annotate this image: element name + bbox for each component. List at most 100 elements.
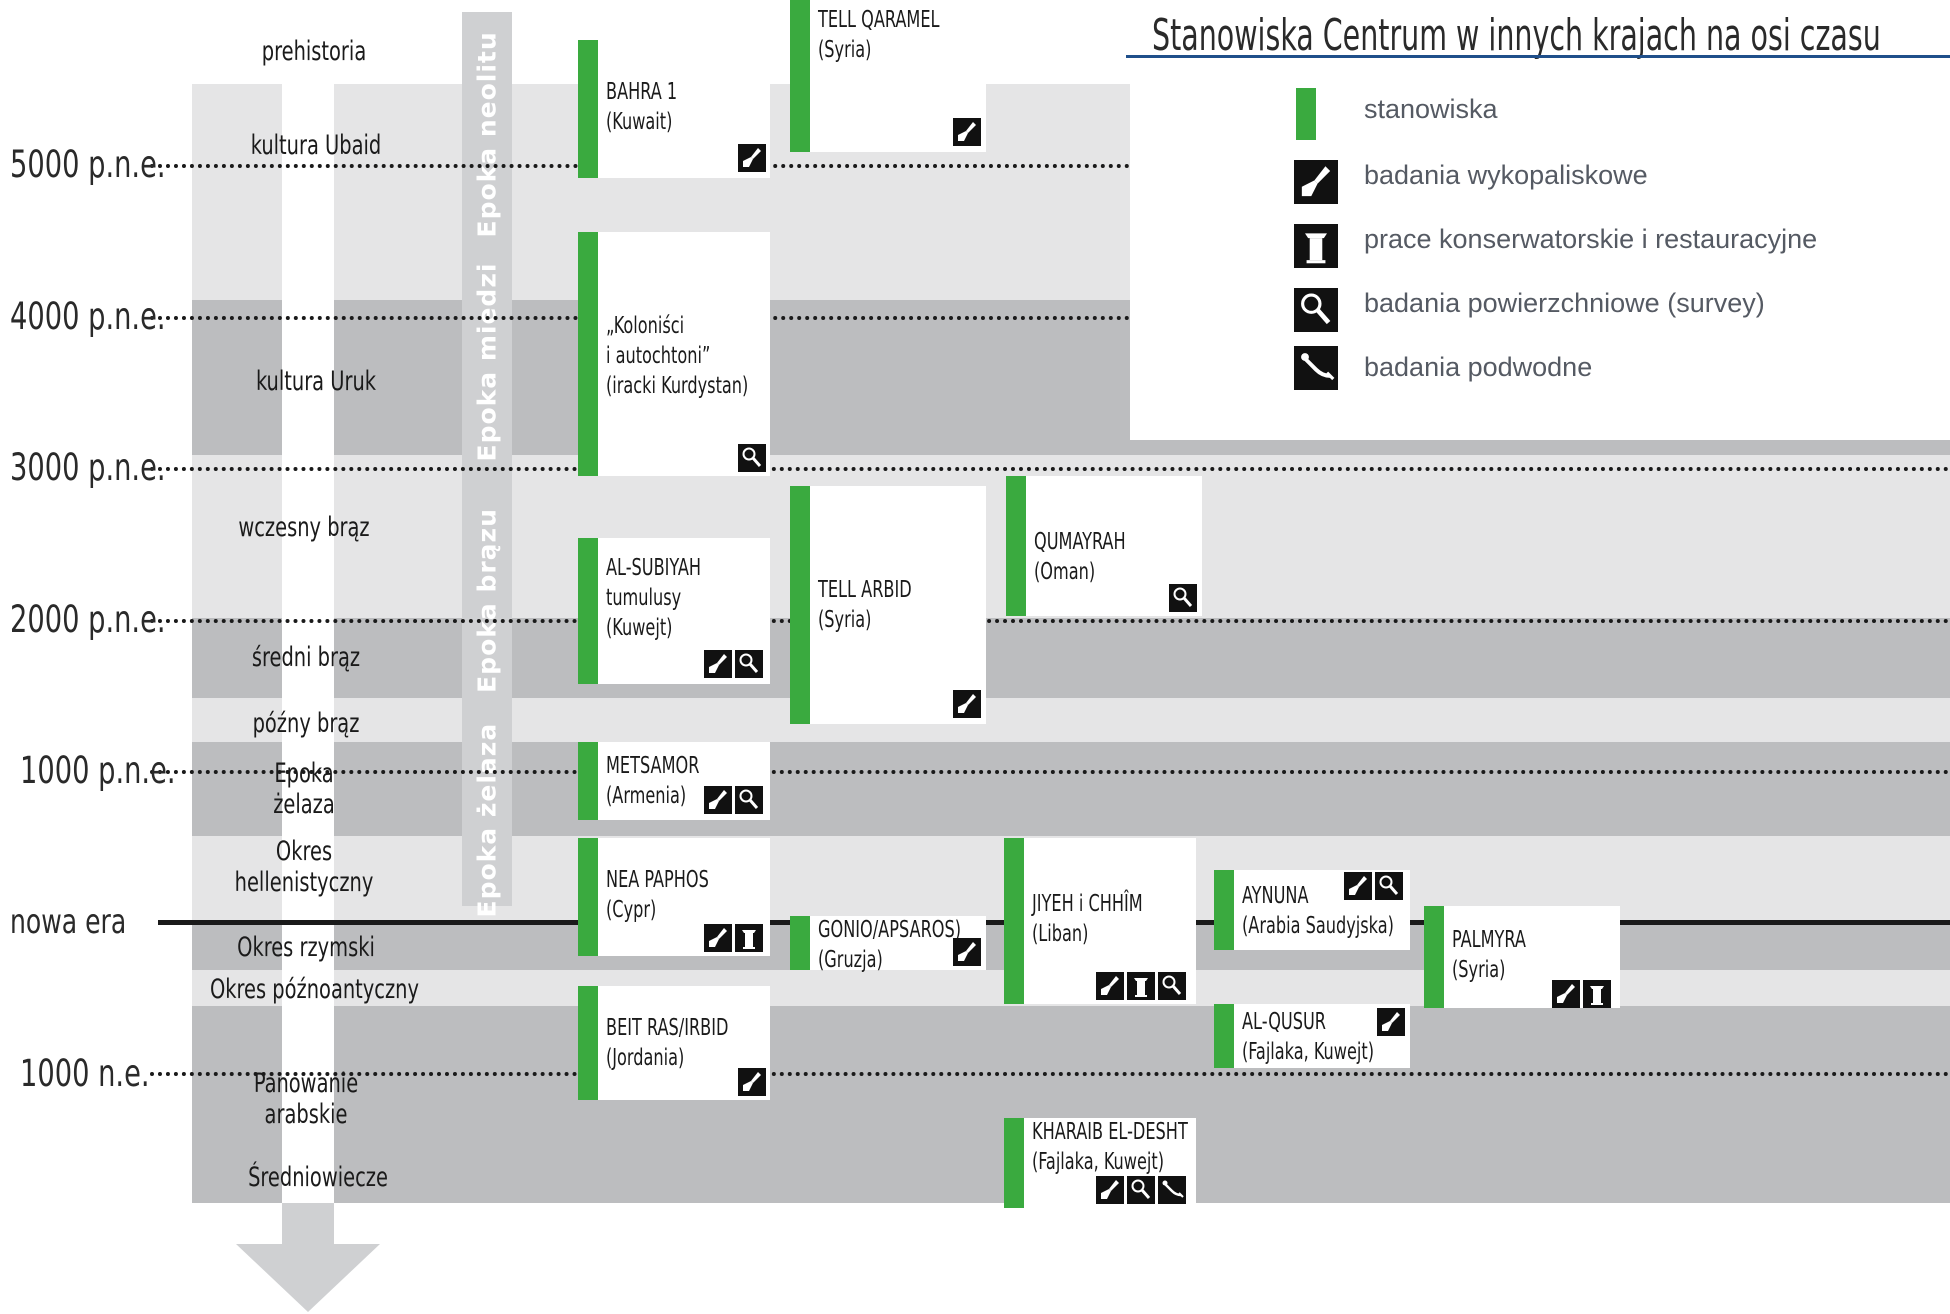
magnifier-icon: [1294, 288, 1338, 332]
trowel-icon: [704, 786, 732, 814]
date-1000ad: 1000 n.e.: [20, 1052, 150, 1095]
trowel-icon: [1377, 1008, 1405, 1036]
dotline-2000bc: [150, 619, 1950, 623]
site-green-bar: [578, 742, 598, 820]
site-card: TELL QARAMEL (Syria): [790, 0, 986, 152]
site-name: TELL QARAMEL (Syria): [818, 7, 940, 63]
trowel-icon: [1096, 972, 1124, 1000]
date-2000bc: 2000 p.n.e.: [10, 598, 166, 641]
trowel-icon: [1552, 980, 1580, 1008]
site-card: AYNUNA (Arabia Saudyjska): [1214, 870, 1410, 950]
period-ubaid: kultura Ubaid: [250, 130, 382, 161]
trowel-icon: [1096, 1176, 1124, 1204]
dotline-1000ad: [150, 1072, 1950, 1076]
site-icons: [953, 690, 981, 718]
site-card: GONIO/APSAROS) (Gruzja): [790, 916, 986, 973]
site-name: TELL ARBID (Syria): [818, 577, 912, 633]
site-green-bar: [578, 838, 598, 956]
site-icons: [953, 938, 981, 966]
period-sredni-braz: średni brąz: [251, 642, 361, 673]
site-icons: [1344, 872, 1403, 900]
magnifier-icon: [1158, 972, 1186, 1000]
site-green-bar: [790, 916, 810, 970]
magnifier-icon: [735, 786, 763, 814]
site-green-bar: [1004, 1118, 1024, 1208]
site-green-bar: [1214, 1004, 1234, 1068]
timeline-arrow-shaft: [282, 84, 334, 1244]
trowel-icon: [704, 924, 732, 952]
trowel-icon: [1344, 872, 1372, 900]
legend-label-survey: badania powierzchniowe (survey): [1364, 288, 1765, 318]
period-poznoantyczny: Okres późnoantyczny: [210, 974, 419, 1005]
band-late-bronze: [192, 698, 1950, 742]
site-green-bar: [578, 986, 598, 1100]
site-card: BEIT RAS/IRBID (Jordania): [578, 986, 770, 1100]
site-name: BAHRA 1 (Kuwait): [606, 79, 678, 135]
column-icon: [735, 924, 763, 952]
period-sredniowiecze: Średniowiecze: [248, 1162, 388, 1193]
site-icons: [1096, 1176, 1186, 1204]
site-name: AL-SUBIYAH tumulusy (Kuwejt): [606, 555, 702, 641]
site-icons: [1096, 972, 1186, 1000]
site-name: QUMAYRAH (Oman): [1034, 529, 1126, 585]
site-card: BAHRA 1 (Kuwait): [578, 40, 770, 178]
site-icons: [738, 144, 766, 172]
site-icons: [738, 1068, 766, 1096]
site-icons: [704, 650, 763, 678]
legend-title: Stanowiska Centrum w innych krajach na o…: [1152, 10, 1881, 61]
epoch-bar: [462, 12, 512, 906]
band-uruk-right: [770, 440, 1950, 455]
site-name: PALMYRA (Syria): [1452, 927, 1526, 983]
trowel-icon: [738, 144, 766, 172]
site-card: NEA PAPHOS (Cypr): [578, 838, 770, 956]
site-icons: [738, 444, 766, 472]
legend-panel: [1130, 0, 1950, 440]
site-icons: [1377, 1008, 1405, 1036]
trowel-icon: [953, 690, 981, 718]
timeline-arrow-shaft-grey: [282, 1203, 334, 1245]
site-name: AYNUNA (Arabia Saudyjska): [1242, 883, 1394, 939]
site-name: GONIO/APSAROS) (Gruzja): [818, 917, 962, 973]
legend-label-sites: stanowiska: [1364, 94, 1498, 124]
date-3000bc: 3000 p.n.e.: [10, 446, 166, 489]
site-icons: [704, 924, 763, 952]
epoch-bronze: Epoka brązu: [472, 508, 502, 693]
trowel-icon: [953, 118, 981, 146]
site-green-bar: [578, 40, 598, 178]
site-card: QUMAYRAH (Oman): [1006, 476, 1202, 616]
band-middle-bronze: [192, 618, 1950, 698]
period-zelazo: Epoka żelaza: [273, 758, 335, 821]
dotline-1000bc: [150, 770, 1950, 774]
period-pozny-braz: późny brąz: [252, 708, 360, 739]
site-name: BEIT RAS/IRBID (Jordania): [606, 1015, 729, 1071]
site-card: AL-SUBIYAH tumulusy (Kuwejt): [578, 538, 770, 684]
site-name: METSAMOR (Armenia): [606, 753, 700, 809]
magnifier-icon: [1169, 584, 1197, 612]
period-hellenistyczny: Okres hellenistyczny: [234, 836, 374, 899]
column-icon: [1294, 224, 1338, 268]
dotline-3000bc: [150, 467, 1950, 471]
diver-icon: [1158, 1176, 1186, 1204]
trowel-icon: [1294, 160, 1338, 204]
site-icons: [1169, 584, 1197, 612]
site-icons: [704, 786, 763, 814]
legend-label-underwater: badania podwodne: [1364, 352, 1593, 382]
site-icons: [1552, 980, 1611, 1008]
magnifier-icon: [735, 650, 763, 678]
date-1000bc: 1000 p.n.e.: [20, 749, 176, 792]
site-green-bar: [1006, 476, 1026, 616]
site-card: „Koloniści i autochtoni” (iracki Kurdyst…: [578, 232, 770, 476]
trowel-icon: [738, 1068, 766, 1096]
column-icon: [1127, 972, 1155, 1000]
magnifier-icon: [1375, 872, 1403, 900]
site-green-bar: [1424, 906, 1444, 1008]
site-icons: [953, 118, 981, 146]
epoch-neolithic: Epoka neolitu: [472, 31, 502, 238]
legend-title-rule: [1126, 55, 1950, 58]
site-name: „Koloniści i autochtoni” (iracki Kurdyst…: [606, 313, 749, 399]
period-prehistoria: prehistoria: [261, 36, 367, 67]
site-card: AL-QUSUR (Fajlaka, Kuwejt): [1214, 1004, 1410, 1068]
site-card: TELL ARBID (Syria): [790, 486, 986, 724]
date-4000bc: 4000 p.n.e.: [10, 295, 166, 338]
site-green-bar: [790, 486, 810, 724]
